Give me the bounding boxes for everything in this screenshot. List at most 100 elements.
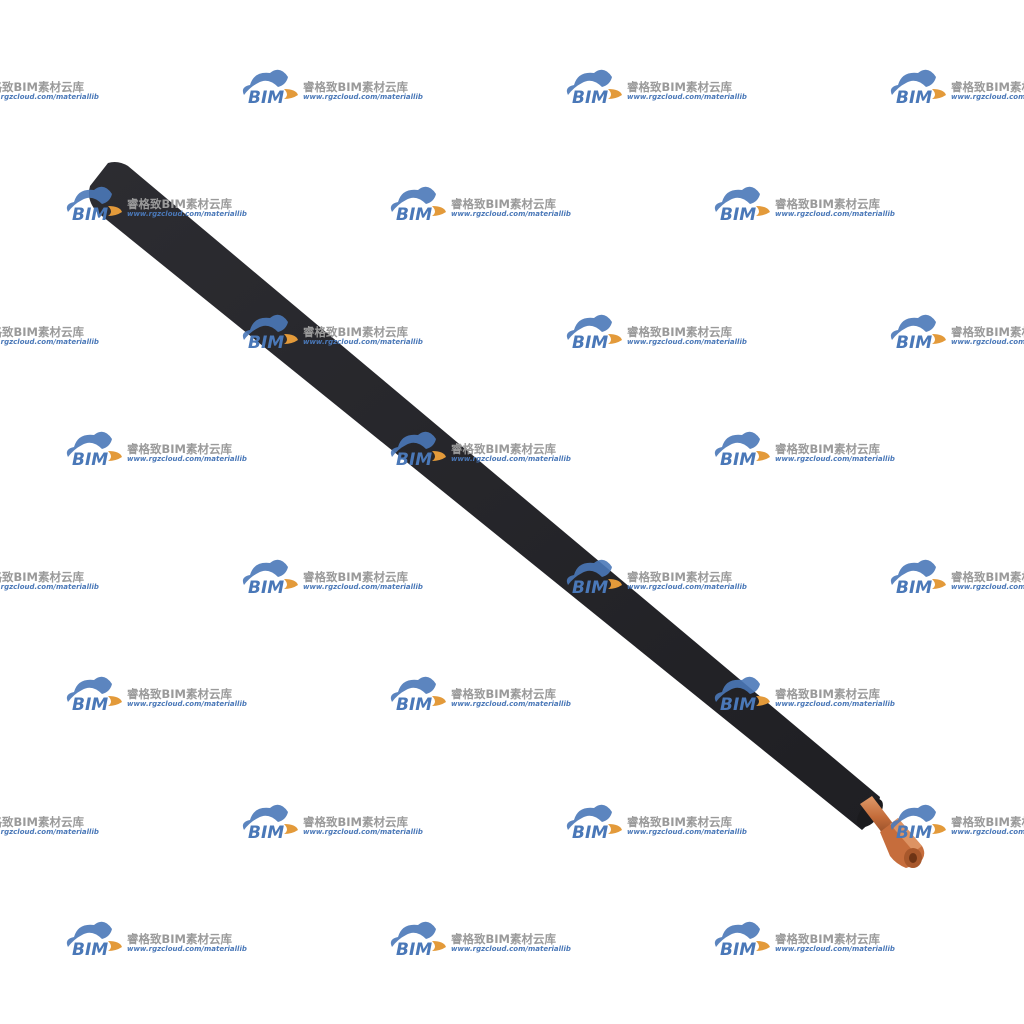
cloud-icon: [714, 676, 760, 702]
cloud-icon: [714, 431, 760, 457]
watermark-logo: BIM睿格致BIM素材云库www.rgzcloud.com/materialli…: [714, 431, 895, 470]
watermark-url-text: www.rgzcloud.com/materiallib: [0, 583, 99, 591]
watermark-brand-text: 睿格致BIM素材云库: [0, 80, 84, 94]
watermark-url-text: www.rgzcloud.com/materiallib: [951, 338, 1024, 346]
cloud-icon: [390, 431, 436, 457]
watermark-url-text: www.rgzcloud.com/materiallib: [0, 828, 99, 836]
watermark-logo: BIM睿格致BIM素材云库www.rgzcloud.com/materialli…: [0, 325, 99, 346]
watermark-brand-text: 睿格致BIM素材云库: [303, 80, 408, 94]
watermark-brand-text: 睿格致BIM素材云库: [127, 442, 232, 456]
swoosh-icon: [432, 696, 446, 706]
watermark-bim-text: BIM: [396, 695, 432, 715]
copper-conductor: [860, 796, 925, 868]
watermark-brand-text: 睿格致BIM素材云库: [451, 932, 556, 946]
watermark-bim-text: BIM: [248, 823, 284, 843]
swoosh-icon: [756, 696, 770, 706]
cloud-icon: [566, 804, 612, 830]
watermark-url-text: www.rgzcloud.com/materiallib: [127, 210, 247, 218]
swoosh-icon: [432, 451, 446, 461]
cloud-icon: [890, 804, 936, 830]
watermark-url-text: www.rgzcloud.com/materiallib: [127, 455, 247, 463]
swoosh-icon: [756, 941, 770, 951]
watermark-brand-text: 睿格致BIM素材云库: [303, 570, 408, 584]
watermark-url-text: www.rgzcloud.com/materiallib: [303, 583, 423, 591]
swoosh-icon: [108, 451, 122, 461]
watermark-bim-text: BIM: [396, 940, 432, 960]
watermark-url-text: www.rgzcloud.com/materiallib: [303, 93, 423, 101]
watermark-url-text: www.rgzcloud.com/materiallib: [127, 945, 247, 953]
watermark-logo: BIM睿格致BIM素材云库www.rgzcloud.com/materialli…: [0, 815, 99, 836]
swoosh-icon: [756, 451, 770, 461]
watermark-brand-text: 睿格致BIM素材云库: [775, 687, 880, 701]
swoosh-icon: [284, 579, 298, 589]
watermark-logo: BIM 睿格致BIM素材云库www.rgzcloud.com/materialli…: [390, 921, 571, 960]
watermark-brand-text: 睿格致BIM素材云库: [775, 197, 880, 211]
watermark-brand-text: 睿格致BIM素材云库: [451, 442, 556, 456]
watermark-logo: BIM睿格致BIM素材云库www.rgzcloud.com/materialli…: [714, 921, 895, 960]
watermark-brand-text: 睿格致BIM素材云库: [127, 687, 232, 701]
watermark-brand-text: 睿格致BIM素材云库: [951, 325, 1024, 339]
cable: [88, 162, 925, 868]
swoosh-icon: [432, 206, 446, 216]
watermark-logo: BIM睿格致BIM素材云库www.rgzcloud.com/materialli…: [0, 570, 99, 591]
watermark-logo: BIM 睿格致BIM素材云库www.rgzcloud.com/materialli…: [714, 186, 895, 225]
swoosh-icon: [932, 579, 946, 589]
watermark-brand-text: 睿格致BIM素材云库: [951, 570, 1024, 584]
watermark-brand-text: 睿格致BIM素材云库: [627, 815, 732, 829]
cloud-icon: [242, 69, 288, 95]
watermark-bim-text: BIM: [572, 88, 608, 108]
watermark-logo: BIM睿格致BIM素材云库www.rgzcloud.com/materialli…: [714, 676, 895, 715]
cloud-icon: [890, 559, 936, 585]
watermark-url-text: www.rgzcloud.com/materiallib: [951, 583, 1024, 591]
watermark-logo: BIM睿格致BIM素材云库www.rgzcloud.com/materialli…: [890, 804, 1024, 843]
watermark-url-text: www.rgzcloud.com/materiallib: [951, 828, 1024, 836]
watermark-brand-text: 睿格致BIM素材云库: [627, 80, 732, 94]
watermark-url-text: www.rgzcloud.com/materiallib: [451, 945, 571, 953]
swoosh-icon: [432, 941, 446, 951]
watermark-logo: BIM睿格致BIM素材云库www.rgzcloud.com/materialli…: [890, 69, 1024, 108]
watermark-logo: BIM睿格致BIM素材云库www.rgzcloud.com/materialli…: [66, 921, 247, 960]
watermark-url-text: www.rgzcloud.com/materiallib: [627, 93, 747, 101]
cloud-icon: [390, 921, 436, 947]
watermark-layer: BIM睿格致BIM素材云库www.rgzcloud.com/materialli…: [0, 69, 1024, 960]
watermark-bim-text: BIM: [896, 578, 932, 598]
watermark-url-text: www.rgzcloud.com/materiallib: [0, 93, 99, 101]
watermark-bim-text: BIM: [896, 333, 932, 353]
watermark-bim-text: BIM: [720, 450, 756, 470]
swoosh-icon: [932, 89, 946, 99]
watermark-url-text: www.rgzcloud.com/materiallib: [303, 828, 423, 836]
cloud-icon: [242, 314, 288, 340]
cloud-icon: [66, 921, 112, 947]
watermark-logo: BIM睿格致BIM素材云库www.rgzcloud.com/materialli…: [242, 314, 423, 353]
watermark-bim-text: BIM: [572, 333, 608, 353]
watermark-logo: BIM睿格致BIM素材云库www.rgzcloud.com/materialli…: [390, 431, 571, 470]
watermark-brand-text: 睿格致BIM素材云库: [0, 325, 84, 339]
swoosh-icon: [108, 941, 122, 951]
watermark-url-text: www.rgzcloud.com/materiallib: [627, 338, 747, 346]
watermark-brand-text: 睿格致BIM素材云库: [627, 570, 732, 584]
watermark-url-text: www.rgzcloud.com/materiallib: [627, 828, 747, 836]
watermark-logo: BIM睿格致BIM素材云库www.rgzcloud.com/materialli…: [242, 804, 423, 843]
watermark-bim-text: BIM: [720, 940, 756, 960]
cloud-icon: [566, 314, 612, 340]
cloud-icon: [390, 676, 436, 702]
swoosh-icon: [932, 334, 946, 344]
watermark-bim-text: BIM: [720, 205, 756, 225]
watermark-url-text: www.rgzcloud.com/materiallib: [0, 338, 99, 346]
watermark-url-text: www.rgzcloud.com/materiallib: [775, 210, 895, 218]
watermark-brand-text: 睿格致BIM素材云库: [775, 932, 880, 946]
watermark-bim-text: BIM: [248, 333, 284, 353]
watermark-bim-text: BIM: [396, 205, 432, 225]
swoosh-icon: [608, 89, 622, 99]
watermark-bim-text: BIM: [396, 450, 432, 470]
watermark-logo: BIM睿格致BIM素材云库www.rgzcloud.com/materialli…: [390, 676, 571, 715]
watermark-logo: BIM睿格致BIM素材云库www.rgzcloud.com/materialli…: [0, 80, 99, 101]
watermark-bim-text: BIM: [72, 450, 108, 470]
swoosh-icon: [608, 334, 622, 344]
watermark-brand-text: 睿格致BIM素材云库: [451, 197, 556, 211]
watermark-url-text: www.rgzcloud.com/materiallib: [451, 210, 571, 218]
watermark-brand-text: 睿格致BIM素材云库: [451, 687, 556, 701]
watermark-brand-text: 睿格致BIM素材云库: [0, 570, 84, 584]
swoosh-icon: [756, 206, 770, 216]
cloud-icon: [66, 186, 112, 212]
